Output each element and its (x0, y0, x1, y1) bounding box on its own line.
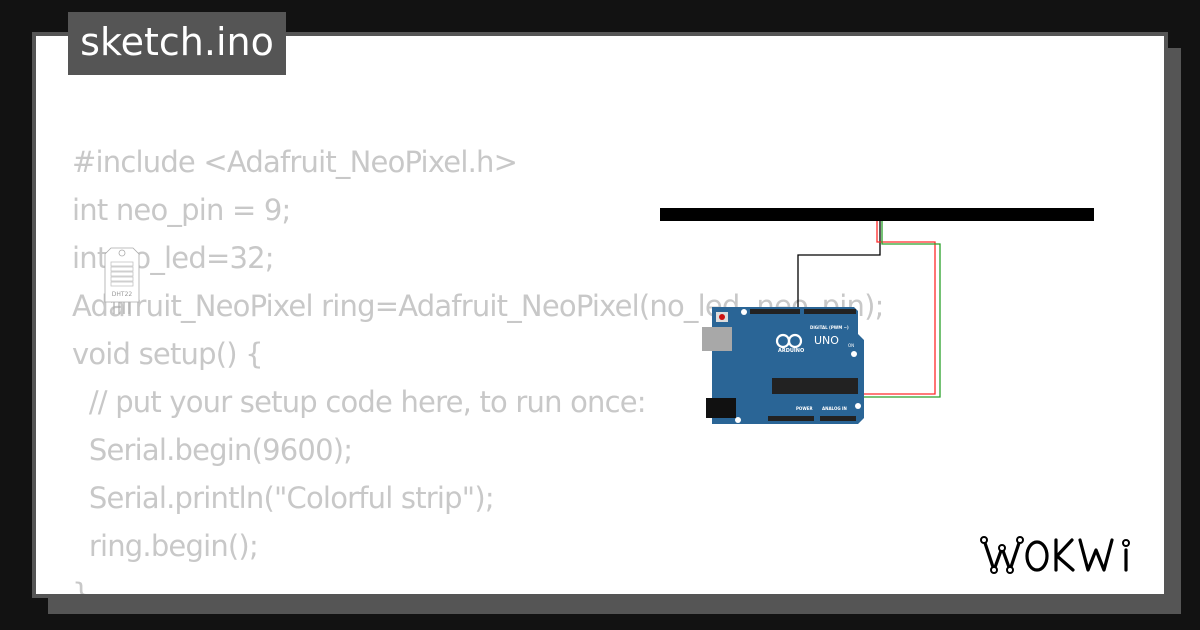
power-label: POWER (796, 406, 813, 411)
preview-panel: #include <Adafruit_NeoPixel.h>int neo_pi… (32, 32, 1168, 598)
code-line: Serial.println("Colorful strip"); (72, 481, 495, 515)
file-tab-label: sketch.ino (80, 20, 274, 64)
file-tab[interactable]: sketch.ino (68, 12, 286, 75)
arduino-uno[interactable]: UNO ARDUINO DIGITAL (PWM ~) POWER ANALOG… (702, 307, 864, 424)
reset-button[interactable] (719, 314, 725, 320)
power-jack (706, 398, 736, 418)
code-line: Serial.begin(9600); (72, 433, 353, 467)
code-line: ring.begin(); (72, 529, 259, 563)
digital-label: DIGITAL (PWM ~) (810, 325, 849, 330)
code-line: #include <Adafruit_NeoPixel.h> (72, 145, 518, 179)
code-line: int neo_pin = 9; (72, 193, 291, 227)
code-line: int no_led=32; (72, 241, 275, 275)
code-line: Adafruit_NeoPixel ring=Adafruit_NeoPixel… (72, 289, 884, 323)
circuit-diagram: DHT22 UNO ARDUINO DIGITAL (PW (104, 208, 1094, 424)
dht22-sensor[interactable]: DHT22 (104, 247, 140, 314)
wire-gnd (797, 221, 881, 312)
usb-port (702, 327, 732, 351)
digital-header-2 (804, 309, 856, 314)
neopixel-strip[interactable] (660, 208, 1094, 221)
logo-text: WOKWI (980, 526, 984, 527)
dht22-label: DHT22 (112, 291, 133, 298)
code-line: } (72, 577, 90, 598)
board-model: UNO (814, 334, 839, 347)
power-header (768, 416, 814, 421)
wokwi-logo: WOKWI (980, 526, 1130, 574)
digital-header-1 (750, 309, 800, 314)
code-preview: #include <Adafruit_NeoPixel.h>int neo_pi… (72, 138, 884, 598)
board-brand: ARDUINO (778, 348, 804, 354)
analog-label: ANALOG IN (822, 406, 847, 411)
atmega-chip (772, 378, 858, 394)
code-line: // put your setup code here, to run once… (72, 385, 647, 419)
analog-header (820, 416, 856, 421)
code-line: void setup() { (72, 337, 264, 371)
on-label: ON (848, 343, 854, 348)
